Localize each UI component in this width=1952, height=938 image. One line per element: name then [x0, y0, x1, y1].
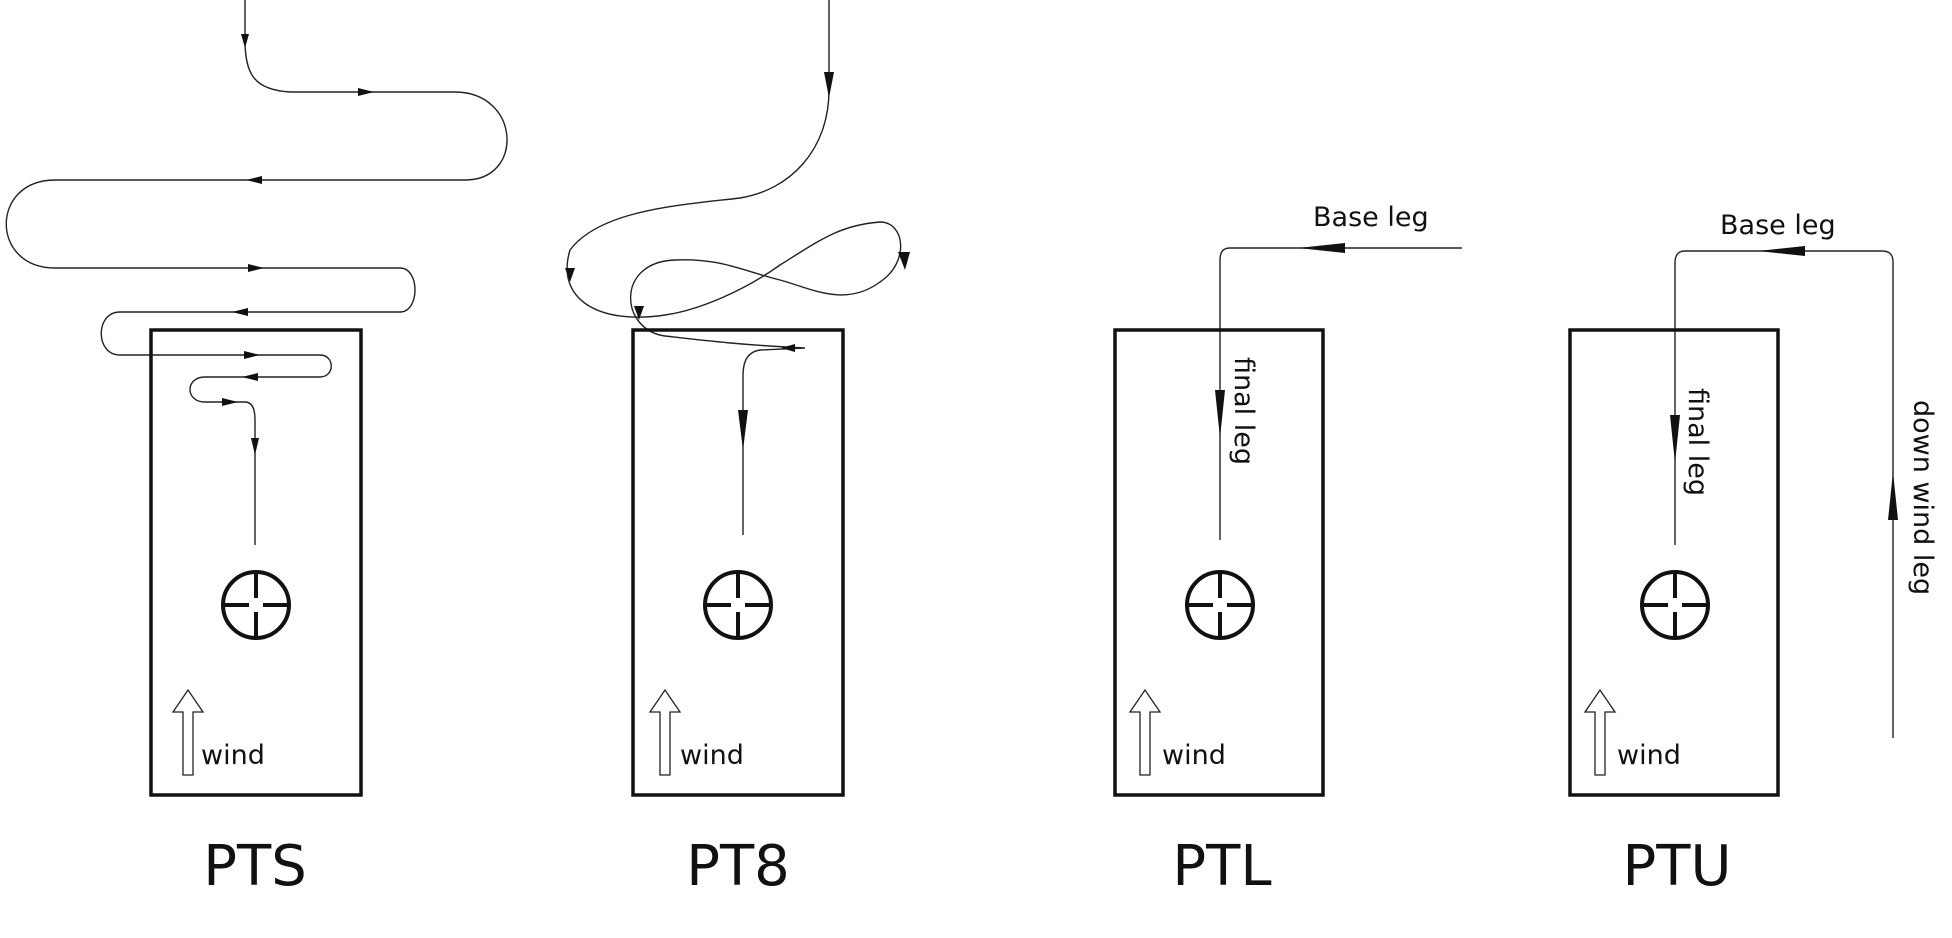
- ptl-flight-path: [1219, 247, 1462, 540]
- pattern-ptl: wind Base leg final leg PTL: [1113, 202, 1462, 899]
- ptl-wind-arrow-icon: [1128, 688, 1162, 776]
- pt8-wind-arrow-icon: [648, 688, 682, 776]
- pts-flight-path: [5, 0, 508, 545]
- pt8-target-icon: [703, 570, 773, 640]
- pts-target-icon: [221, 570, 291, 640]
- pts-arrow: [232, 308, 248, 316]
- ptu-wind-label: wind: [1617, 740, 1681, 771]
- ptl-final-leg-label: final leg: [1228, 357, 1259, 465]
- pts-arrow: [242, 373, 258, 381]
- pts-arrow: [251, 438, 259, 455]
- pts-arrow: [241, 34, 249, 48]
- ptl-caption: PTL: [1172, 834, 1271, 899]
- pt8-landing-area: [631, 328, 845, 797]
- pt8-arrow: [824, 72, 834, 98]
- ptu-base-leg-label: Base leg: [1720, 210, 1836, 241]
- ptl-base-leg-label: Base leg: [1313, 202, 1429, 233]
- ptu-caption: PTU: [1623, 834, 1732, 899]
- ptu-final-leg-label: final leg: [1682, 388, 1713, 496]
- pt8-flight-path: [566, 0, 902, 535]
- pattern-ptu: wind Base leg final leg down wind leg PT…: [1568, 210, 1938, 899]
- pts-caption: PTS: [203, 834, 307, 899]
- pts-wind-arrow-icon: [171, 688, 205, 776]
- ptl-arrow: [1215, 390, 1225, 438]
- ptl-arrow: [1298, 243, 1345, 253]
- ptu-arrow: [1888, 472, 1898, 520]
- ptl-target-icon: [1185, 570, 1255, 640]
- ptu-landing-area: [1568, 328, 1780, 797]
- pattern-pt8: wind PT8: [565, 0, 910, 899]
- pts-arrow: [244, 351, 260, 359]
- ptu-arrow: [1758, 246, 1805, 256]
- pt8-arrow: [738, 410, 748, 450]
- pt8-caption: PT8: [686, 834, 790, 899]
- pts-arrow: [358, 88, 374, 96]
- ptu-arrow: [1670, 415, 1680, 463]
- ptu-target-icon: [1640, 570, 1710, 640]
- pts-arrow: [248, 264, 264, 272]
- pt8-arrow: [898, 252, 910, 270]
- pt8-arrow: [781, 344, 795, 352]
- pts-arrow: [246, 176, 262, 184]
- pts-arrow: [222, 398, 238, 406]
- pts-landing-area: [149, 328, 363, 797]
- pts-wind-label: wind: [201, 740, 265, 771]
- pattern-pts: wind PTS: [5, 0, 508, 899]
- ptu-wind-arrow-icon: [1583, 688, 1617, 776]
- pt8-wind-label: wind: [680, 740, 744, 771]
- pt8-arrow: [565, 268, 575, 282]
- ptl-landing-area: [1113, 328, 1325, 797]
- ptl-wind-label: wind: [1162, 740, 1226, 771]
- pt8-arrow: [634, 306, 644, 320]
- ptu-downwind-leg-label: down wind leg: [1907, 400, 1938, 595]
